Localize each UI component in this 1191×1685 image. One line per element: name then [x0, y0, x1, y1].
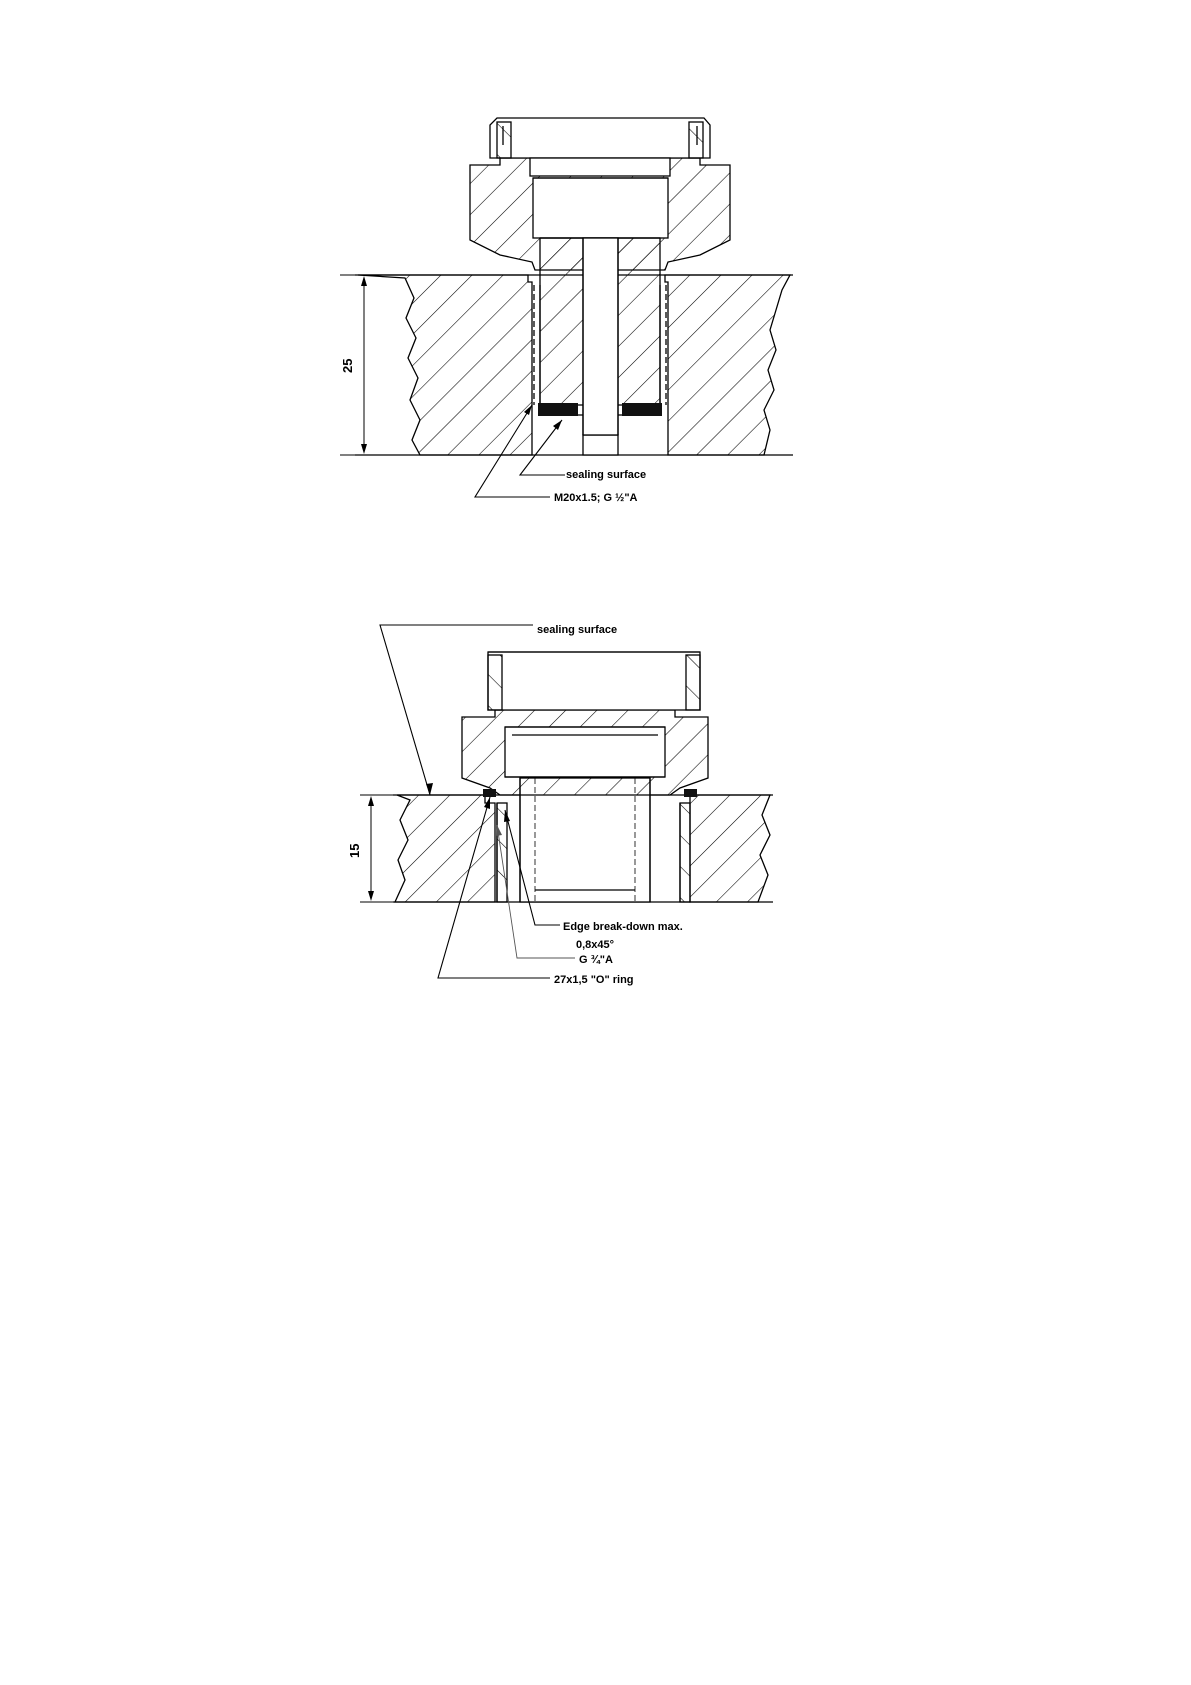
o-ring-left: [483, 789, 496, 797]
dimension-15: 15: [347, 844, 362, 858]
diagram-1: [340, 118, 793, 497]
gasket-left: [538, 403, 578, 416]
label-edge-break-line1: Edge break-down max.: [563, 921, 683, 933]
base-block-2-right: [690, 795, 770, 902]
label-thread-1: M20x1.5; G ½"A: [554, 492, 638, 504]
dimension-25: 25: [340, 359, 355, 373]
base-block-2-left: [395, 795, 495, 902]
base-block-left: [358, 275, 532, 455]
o-ring-right: [684, 789, 697, 797]
top-cap-2: [488, 652, 700, 710]
base-block-right: [665, 275, 790, 455]
label-o-ring: 27x1,5 "O" ring: [554, 974, 634, 986]
label-sealing-surface-2: sealing surface: [537, 624, 617, 636]
top-cap: [490, 118, 710, 158]
gasket-right: [622, 403, 662, 416]
label-edge-break-line2: 0,8x45°: [576, 939, 614, 951]
label-thread-2: G ¾"A: [579, 954, 613, 966]
label-sealing-surface-1: sealing surface: [566, 469, 646, 481]
